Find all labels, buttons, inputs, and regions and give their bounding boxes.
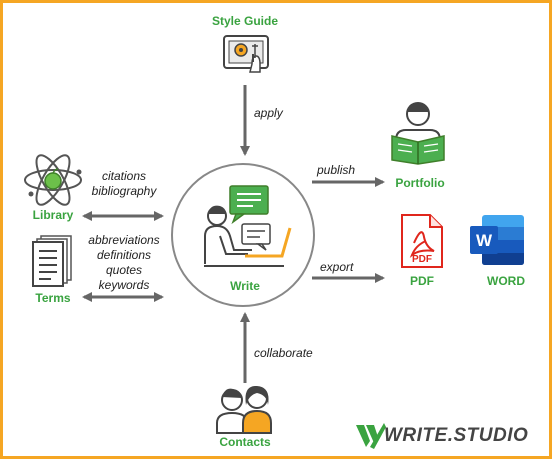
atom-apple-icon (24, 154, 82, 206)
collaborate-label: collaborate (254, 346, 313, 360)
library-item-bibliography: bibliography (91, 184, 157, 198)
brand-name: WRITE.STUDIO (384, 425, 529, 446)
terms-item-abbreviations: abbreviations (88, 233, 160, 247)
pdf-file-icon: PDF (401, 214, 443, 268)
portfolio-label: Portfolio (395, 176, 445, 190)
pdf-label: PDF (410, 274, 434, 288)
writestudio-logo-icon (356, 423, 386, 449)
reader-book-icon (391, 102, 445, 165)
tablet-touch-icon (223, 35, 269, 73)
person-laptop-chat-icon (204, 185, 292, 267)
word-file-icon: W (470, 215, 524, 265)
style-guide-label: Style Guide (211, 14, 279, 28)
terms-item-keywords: keywords (98, 278, 150, 292)
document-stack-icon (32, 235, 72, 287)
apply-label: apply (254, 106, 283, 120)
svg-text:PDF: PDF (412, 254, 432, 265)
library-item-citations: citations (101, 169, 147, 183)
terms-label: Terms (35, 291, 71, 305)
word-label: WORD (487, 274, 525, 288)
terms-item-definitions: definitions (96, 248, 152, 262)
terms-item-quotes: quotes (105, 263, 143, 277)
svg-text:W: W (476, 231, 493, 250)
library-label: Library (32, 208, 74, 222)
publish-label: publish (317, 163, 356, 177)
export-label: export (320, 260, 354, 274)
two-people-icon (216, 385, 272, 434)
contacts-label: Contacts (219, 435, 271, 449)
write-label: Write (230, 279, 260, 293)
